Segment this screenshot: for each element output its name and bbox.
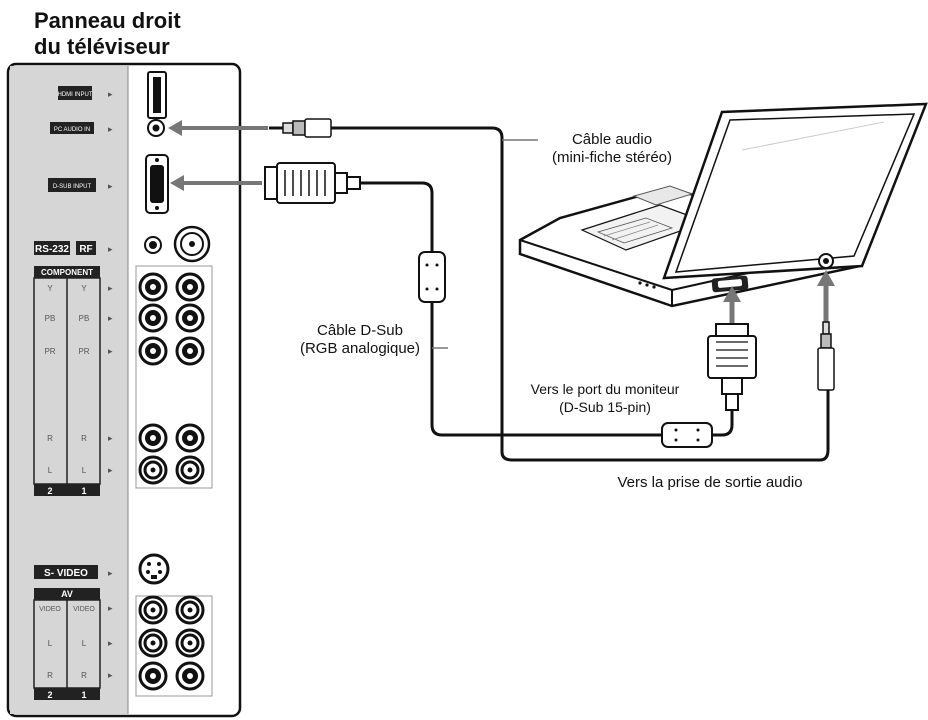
monitor-port-label: Vers le port du moniteur (D-Sub 15-pin) [500, 380, 710, 416]
component-num-2: 2 [47, 486, 52, 496]
svg-text:▸: ▸ [108, 603, 113, 613]
rs232-rf-ports: RS-232 RF ▸ [34, 225, 211, 263]
svideo-label: S- VIDEO [44, 568, 88, 579]
av-video-jack-1 [175, 595, 205, 625]
pb-label-1: PB [79, 314, 90, 323]
av-l-jack-1 [175, 628, 205, 658]
av-num-2: 2 [47, 690, 52, 700]
panel-title: Panneau droit du téléviseur [34, 8, 181, 60]
r-label-1: R [81, 434, 87, 443]
av-label: AV [61, 589, 73, 599]
av-l-label-1: L [82, 639, 87, 648]
svg-text:▸: ▸ [108, 313, 113, 323]
svg-text:▸: ▸ [108, 670, 113, 680]
av-r-jack-1 [175, 661, 205, 691]
svg-text:▸: ▸ [108, 346, 113, 356]
dsub-cable [264, 162, 734, 448]
y-label-2: Y [47, 284, 53, 293]
audio-cable [269, 118, 830, 462]
audio-cable-label: Câble audio (mini-fiche stéréo) [512, 131, 712, 167]
svg-text:▸: ▸ [108, 283, 113, 293]
svg-text:▸: ▸ [108, 638, 113, 648]
l-label-2: L [48, 466, 53, 475]
av-l-label-2: L [48, 639, 53, 648]
y-label-1: Y [81, 284, 87, 293]
laptop-input-arrows [723, 270, 835, 324]
audio-cable-label-line-1: Câble audio [571, 131, 653, 148]
audio-out-label: Vers la prise de sortie audio [617, 474, 803, 491]
panel-title-line-2: du téléviseur [34, 34, 170, 59]
audio-cable-label-line-2: (mini-fiche stéréo) [551, 149, 673, 166]
component-pb-jack-2 [138, 303, 168, 333]
component-num-1: 1 [81, 486, 86, 496]
svg-text:▸: ▸ [108, 244, 113, 254]
component-block: COMPONENT Y Y PB PB PR PR R R L L 2 1 ▸ … [33, 265, 213, 496]
laptop-dsub-connector [707, 323, 757, 411]
audio-r-jack-1 [175, 423, 205, 453]
audio-in-label: PC AUDIO IN [54, 127, 90, 133]
av-r-label-2: R [47, 671, 53, 680]
audio-l-jack-2 [138, 455, 168, 485]
hdmi-port: HDMI INPUT ▸ [58, 71, 167, 119]
pr-label-2: PR [44, 347, 55, 356]
dsub-cable-label-line-2: (RGB analogique) [299, 340, 421, 357]
audio-l-jack-1 [175, 455, 205, 485]
laptop [518, 102, 928, 308]
audio-r-jack-2 [138, 423, 168, 453]
rs232-label: RS-232 [35, 244, 69, 255]
component-label: COMPONENT [41, 268, 93, 277]
l-label-1: L [82, 466, 87, 475]
svg-text:▸: ▸ [108, 465, 113, 475]
rf-label: RF [79, 244, 92, 255]
av-video-jack-2 [138, 595, 168, 625]
monitor-port-label-line-1: Vers le port du moniteur [530, 381, 680, 397]
av-num-1: 1 [81, 690, 86, 700]
hdmi-label: HDMI INPUT [58, 92, 93, 98]
pb-label-2: PB [45, 314, 56, 323]
av-l-jack-2 [138, 628, 168, 658]
component-y-jack-2 [138, 272, 168, 302]
dsub-cable-label-line-1: Câble D-Sub [317, 322, 403, 339]
svideo-port: S- VIDEO ▸ [34, 553, 170, 585]
component-pr-jack-2 [138, 336, 168, 366]
audio-in-port: PC AUDIO IN ▸ [50, 119, 165, 137]
av-r-jack-2 [138, 661, 168, 691]
svg-text:▸: ▸ [108, 124, 113, 134]
r-label-2: R [47, 434, 53, 443]
pr-label-1: PR [78, 347, 89, 356]
dsub-label: D-SUB INPUT [53, 184, 92, 190]
av-r-label-1: R [81, 671, 87, 680]
component-pr-jack-1 [175, 336, 205, 366]
component-pb-jack-1 [175, 303, 205, 333]
video-label-2: VIDEO [39, 606, 61, 613]
tv-panel [6, 62, 242, 718]
svg-text:▸: ▸ [108, 568, 113, 578]
dsub-cable-label: Câble D-Sub (RGB analogique) [270, 322, 450, 358]
av-block: AV VIDEO VIDEO L L R R 2 1 ▸ ▸ ▸ [33, 588, 213, 700]
laptop-audio-plug [817, 321, 835, 391]
svg-text:▸: ▸ [108, 89, 113, 99]
svg-text:▸: ▸ [108, 181, 113, 191]
component-y-jack-1 [175, 272, 205, 302]
svg-text:▸: ▸ [108, 433, 113, 443]
tv-input-arrows [168, 120, 268, 191]
dsub-in-port: D-SUB INPUT ▸ [48, 154, 169, 214]
video-label-1: VIDEO [73, 606, 95, 613]
panel-title-line-1: Panneau droit [34, 8, 181, 33]
monitor-port-label-line-2: (D-Sub 15-pin) [559, 399, 651, 415]
